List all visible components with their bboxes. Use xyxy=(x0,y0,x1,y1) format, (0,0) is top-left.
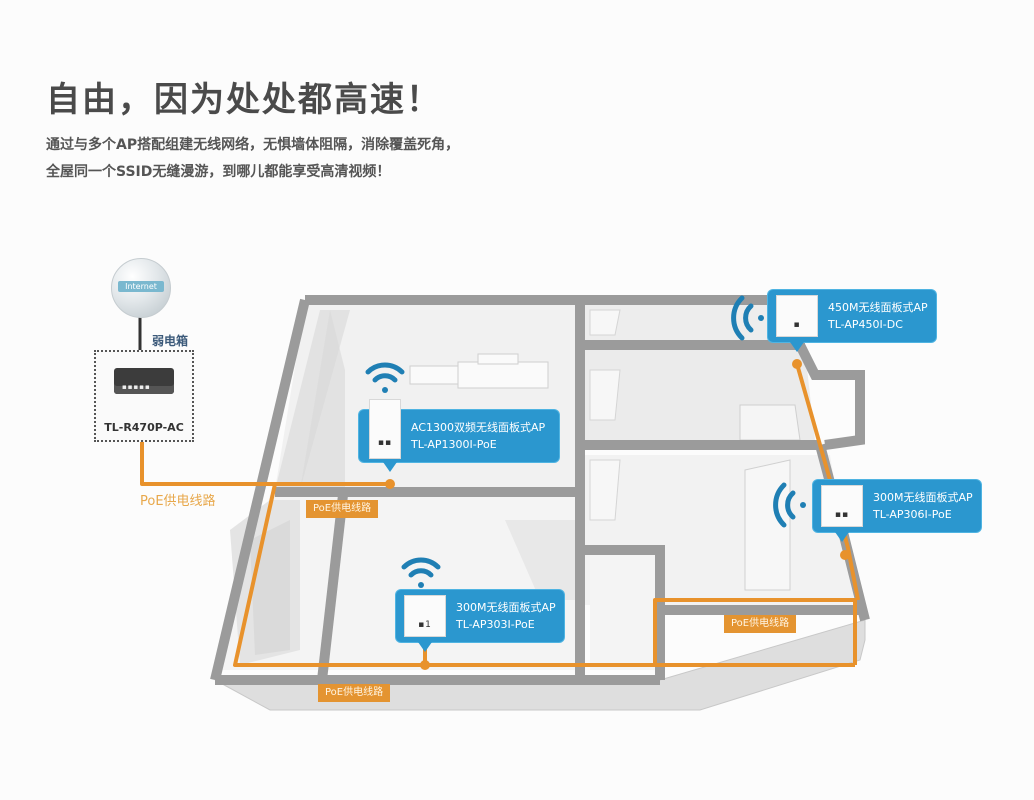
description-line-2: 全屋同一个SSID无缝漫游，到哪儿都能享受高清视频！ xyxy=(46,164,391,180)
router-icon: ▪▪▪▪▪ xyxy=(114,368,174,394)
cabinet-label: 弱电箱 xyxy=(152,334,189,348)
poe-main-label: PoE供电线路 xyxy=(140,494,216,509)
description-line-1: 通过与多个AP搭配组建无线网络，无惧墙体阻隔，消除覆盖死角， xyxy=(46,137,460,153)
ap-device-icon: ▪▪ xyxy=(821,485,863,527)
ap-model: TL-AP1300I-PoE xyxy=(411,438,497,451)
ap-name: 300M无线面板式AP xyxy=(873,491,973,504)
wifi-icon xyxy=(773,482,806,528)
internet-label: Internet xyxy=(118,281,164,292)
ap-callout-303i: ▪1 300M无线面板式AP TL-AP303I-PoE xyxy=(396,590,564,652)
poe-tag: PoE供电线路 xyxy=(318,684,391,702)
ap-device-icon: ▪ xyxy=(776,295,818,337)
wifi-icon xyxy=(731,295,764,341)
ap-model: TL-AP306I-PoE xyxy=(873,508,952,521)
wifi-icon xyxy=(401,557,441,588)
ap-name: 300M无线面板式AP xyxy=(456,601,556,614)
ap-callout-306i: ▪▪ 300M无线面板式AP TL-AP306I-PoE xyxy=(813,480,981,542)
ap-name: AC1300双频无线面板式AP xyxy=(411,421,546,434)
ap-callout-ac1300: ▪▪ AC1300双频无线面板式AP TL-AP1300I-PoE xyxy=(359,399,559,472)
ap-model: TL-AP303I-PoE xyxy=(456,618,535,631)
ap-name: 450M无线面板式AP xyxy=(828,301,928,314)
ap-device-icon: ▪1 xyxy=(404,595,446,637)
ap-model: TL-AP450I-DC xyxy=(828,318,903,331)
poe-tag: PoE供电线路 xyxy=(306,500,379,518)
floor-room-south xyxy=(590,550,665,670)
router-model: TL-R470P-AC xyxy=(104,421,184,434)
globe-icon: Internet xyxy=(111,258,171,318)
ap-callout-450m: ▪ 450M无线面板式AP TL-AP450I-DC xyxy=(768,290,936,352)
router-cabinet: ▪▪▪▪▪ TL-R470P-AC xyxy=(94,350,194,442)
ap-device-icon: ▪▪ xyxy=(369,399,401,459)
wifi-icon xyxy=(365,362,405,393)
poe-junctions xyxy=(385,359,850,670)
poe-tag: PoE供电线路 xyxy=(724,615,797,633)
page-title: 自由，因为处处都高速！ xyxy=(46,80,442,120)
description: 通过与多个AP搭配组建无线网络，无惧墙体阻隔，消除覆盖死角， 全屋同一个SSID… xyxy=(46,132,459,186)
